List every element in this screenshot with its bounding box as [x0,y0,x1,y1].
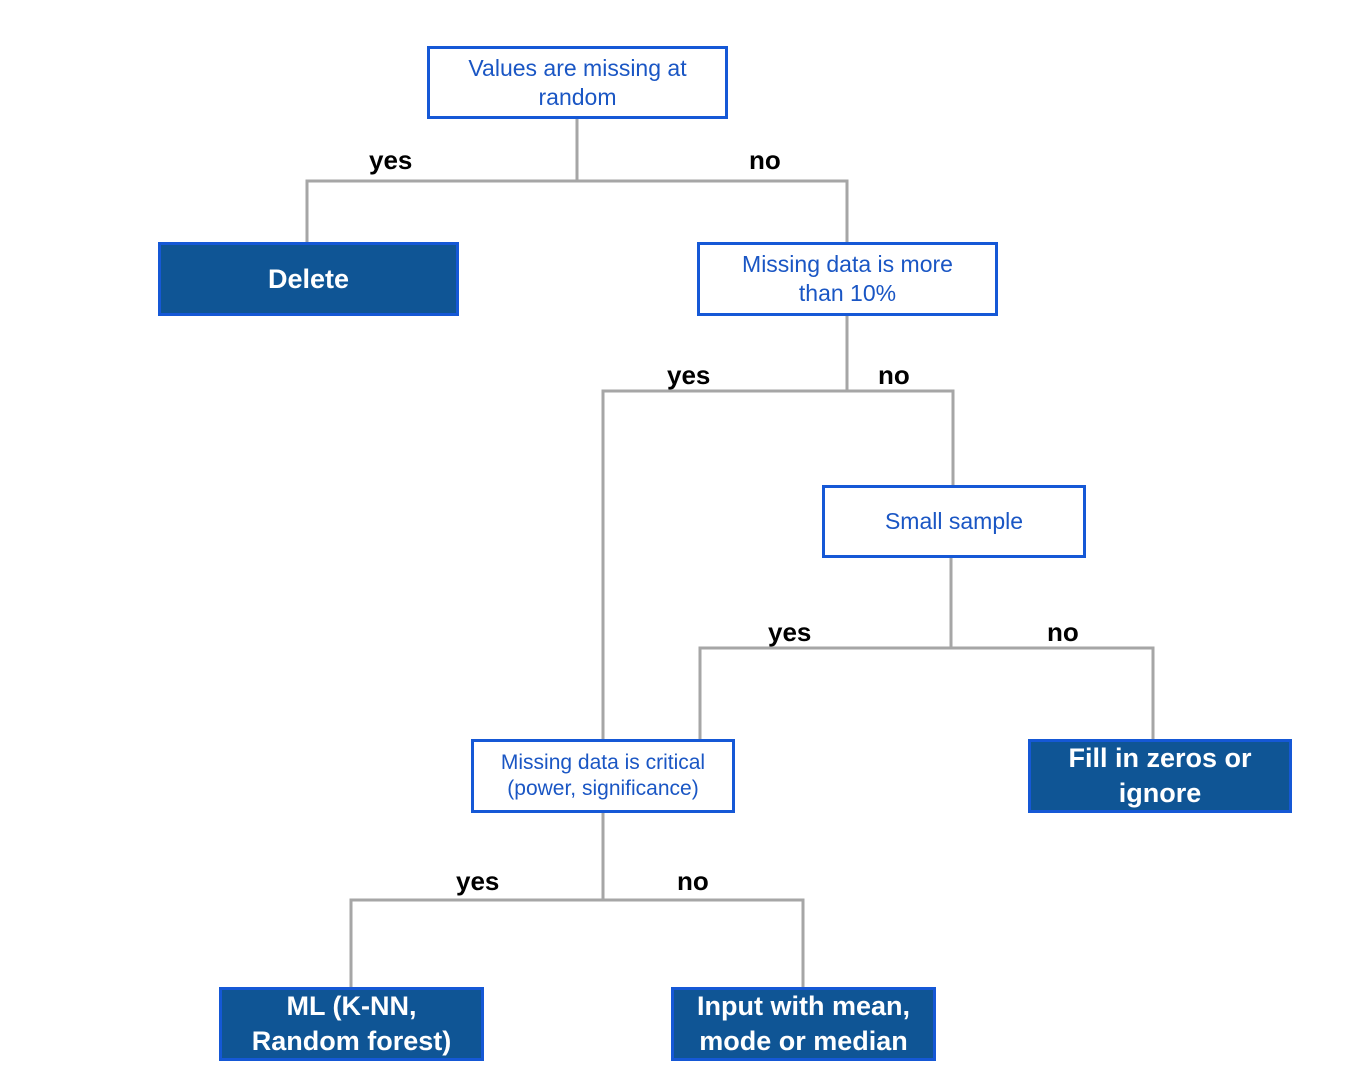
node-missing-data-more-than-10-text: Missing data is more than 10% [742,251,953,306]
connector-critical-to-ml [349,812,605,988]
connector-root-to-more10 [577,179,849,243]
node-ml-knn-random-forest: ML (K-NN, Random forest) [219,987,484,1061]
label-no-small-sample: no [1047,617,1079,647]
label-yes-small-sample: yes [768,617,812,647]
connector-more10-to-critical [601,315,849,740]
node-fill-in-zeros-or-ignore-text: Fill in zeros or ignore [1068,743,1252,808]
node-missing-data-critical-text: Missing data is critical (power, signifi… [500,750,706,800]
node-input-with-mean-mode-median-text: Input with mean, mode or median [697,991,910,1056]
label-no-root: no [749,145,781,175]
label-no-critical: no [677,866,709,896]
label-yes-more10: yes [667,360,711,390]
node-fill-in-zeros-or-ignore: Fill in zeros or ignore [1028,739,1292,813]
connector-small-sample-to-fill [951,646,1155,740]
node-delete-text: Delete [267,263,350,294]
node-small-sample: Small sample [822,485,1086,558]
connector-small-sample-to-critical [698,558,953,740]
node-small-sample-text: Small sample [884,508,1024,535]
connector-critical-to-input [603,898,805,988]
node-values-missing-at-random-text: Values are missing at random [468,54,687,110]
connector-root-to-delete [305,118,579,243]
node-missing-data-more-than-10: Missing data is more than 10% [697,242,998,316]
node-input-with-mean-mode-median: Input with mean, mode or median [671,987,936,1061]
node-ml-knn-random-forest-text: ML (K-NN, Random forest) [251,991,452,1056]
label-yes-critical: yes [456,866,500,896]
label-no-more10: no [878,360,910,390]
label-yes-root: yes [369,145,413,175]
node-delete: Delete [158,242,459,316]
node-values-missing-at-random: Values are missing at random [427,46,728,119]
connector-more10-to-small-sample [847,389,955,485]
node-missing-data-critical: Missing data is critical (power, signifi… [471,739,735,813]
